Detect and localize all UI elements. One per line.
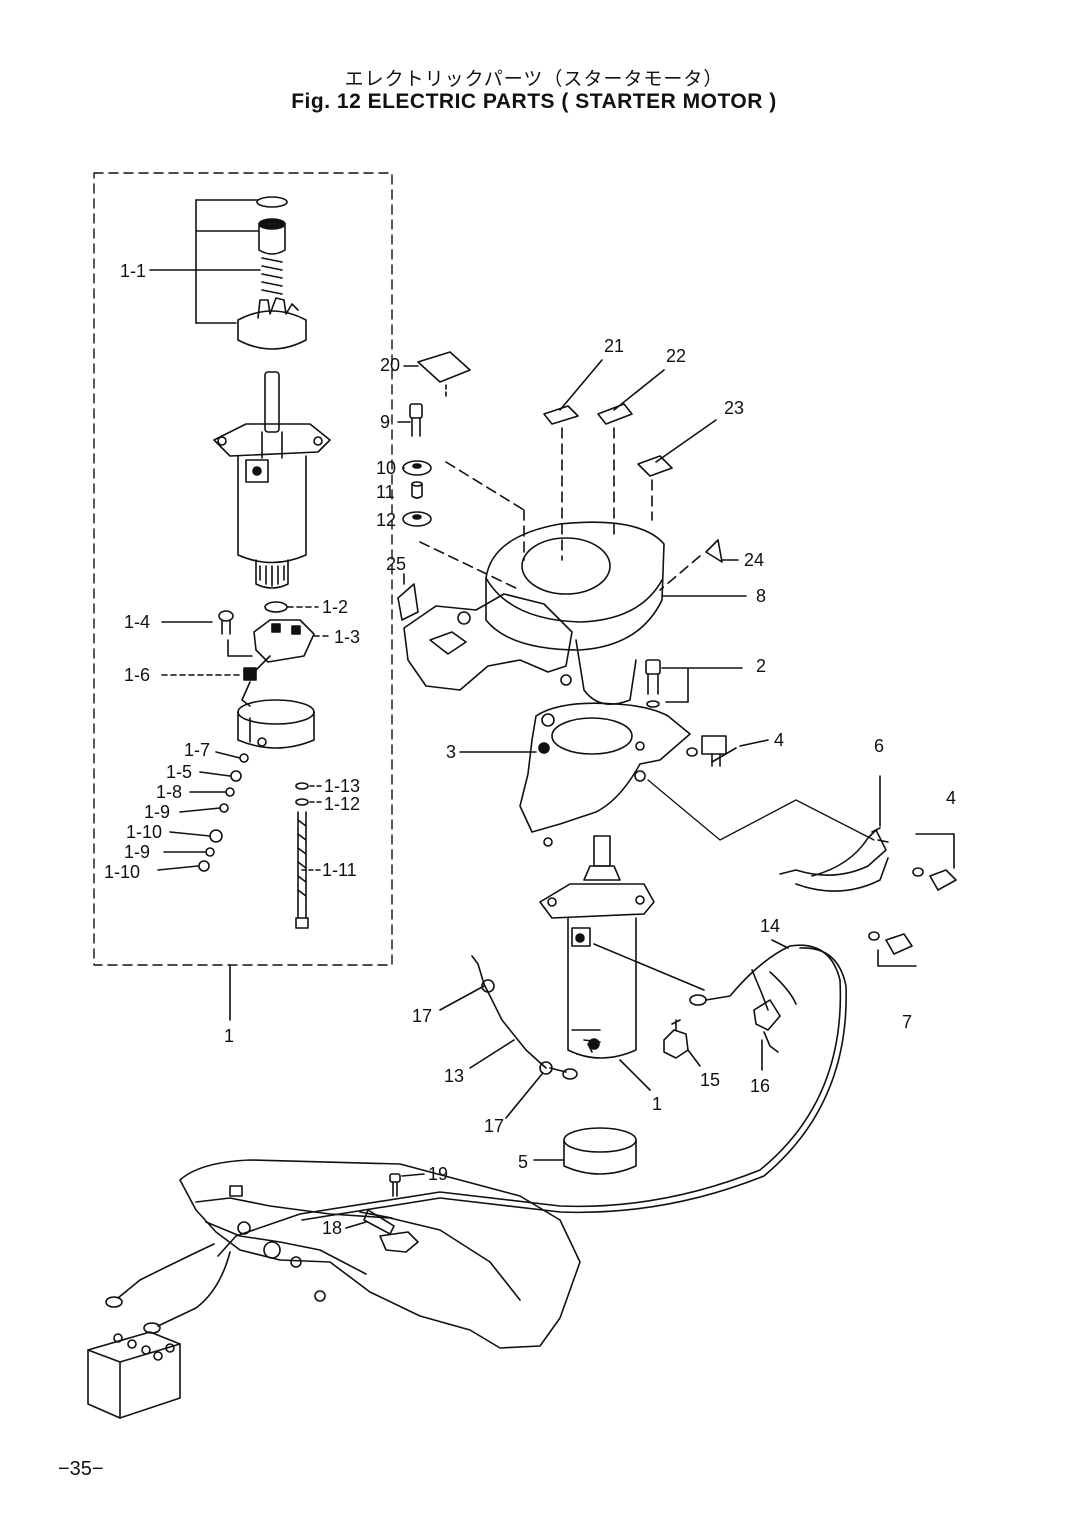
callout-1-5: 1-5 [166,762,192,782]
decal-21 [543,359,603,561]
callout-24: 24 [744,550,764,570]
callout-1-group: 1 [224,1026,234,1046]
callout-6: 6 [874,736,884,756]
callout-1-2: 1-2 [322,597,348,617]
callout-1-10b: 1-10 [104,862,140,882]
washer-1-2 [264,601,288,613]
callout-1-3: 1-3 [334,627,360,647]
callout-1-motor: 1 [652,1094,662,1114]
terminal-nuts-washers [157,751,249,872]
screw-1-4 [161,610,253,657]
upper-cover-plate [403,593,573,691]
callout-17b: 17 [484,1116,504,1136]
callout-1-11: 1-11 [322,860,357,880]
callout-1-13: 1-13 [324,776,360,796]
callout-20: 20 [380,355,400,375]
subassembly-dashed-box [93,172,393,966]
decal-23 [637,419,717,521]
callout-8: 8 [756,586,766,606]
callout-16: 16 [750,1076,770,1096]
callout-23: 23 [724,398,744,418]
figure-title: Fig. 12 ELECTRIC PARTS ( STARTER MOTOR ) [291,90,777,113]
bolt-7 [868,931,917,967]
decal-24 [659,539,739,591]
callout-1-6: 1-6 [124,665,150,685]
callout-13: 13 [444,1066,464,1086]
callout-5: 5 [518,1152,528,1172]
callout-1-4: 1-4 [124,612,150,632]
callout-25: 25 [386,554,406,574]
battery [87,1331,181,1419]
grommet-10 [402,460,432,476]
callout-9: 9 [380,412,390,432]
callout-1-1: 1-1 [120,261,146,281]
callout-10: 10 [376,458,396,478]
figure-title-japanese: エレクトリックパーツ（スタータモータ） [344,68,724,90]
clamp-band-6 [779,775,889,892]
bolt-washer-2 [645,659,743,708]
callout-3: 3 [446,742,456,762]
connector-16 [753,999,781,1071]
bolt-9 [397,403,423,437]
cable-13 [439,955,578,1119]
bolt-4-left [686,735,769,767]
decal-20 [403,351,471,399]
callout-1-7: 1-7 [184,740,210,760]
callout-1-10a: 1-10 [126,822,162,842]
callout-1-12: 1-12 [324,794,360,814]
pin-18 [345,1209,395,1235]
decal-22 [597,369,665,541]
armature-motor-body [213,371,331,589]
callout-1-8: 1-8 [156,782,182,802]
page-number: −35− [58,1458,104,1480]
callout-1-9a: 1-9 [144,802,170,822]
collar-11 [411,481,423,499]
starter-bracket-3 [459,702,691,847]
battery-cables [105,1243,231,1334]
callout-21: 21 [604,336,624,356]
callout-12: 12 [376,510,396,530]
end-cover [237,699,315,749]
bolt-4-right [912,833,957,891]
callout-18: 18 [322,1218,342,1238]
callout-2: 2 [756,656,766,676]
lower-frame-bracket [179,1159,581,1349]
brush-holder-1-3 [253,619,333,663]
starter-motor-1 [539,835,705,1091]
callout-14: 14 [760,916,780,936]
pinion-gear-assembly-1-1 [149,196,307,350]
callout-17a: 17 [412,1006,432,1026]
callout-7: 7 [902,1012,912,1032]
band-5 [533,1127,637,1175]
callout-4b: 4 [946,788,956,808]
through-bolt-1-11 [295,782,323,929]
callout-19: 19 [428,1164,448,1184]
screw-19 [389,1173,425,1197]
brush-1-6 [161,655,271,707]
decal-25 [397,573,419,621]
flywheel-cover-8 [485,521,747,706]
grommet-12 [402,511,432,527]
callout-1-9b: 1-9 [124,842,150,862]
callout-4a: 4 [774,730,784,750]
callout-22: 22 [666,346,686,366]
cable-14 [217,939,847,1257]
callout-11: 11 [376,482,395,502]
component-15 [663,1019,701,1067]
callout-15: 15 [700,1070,720,1090]
